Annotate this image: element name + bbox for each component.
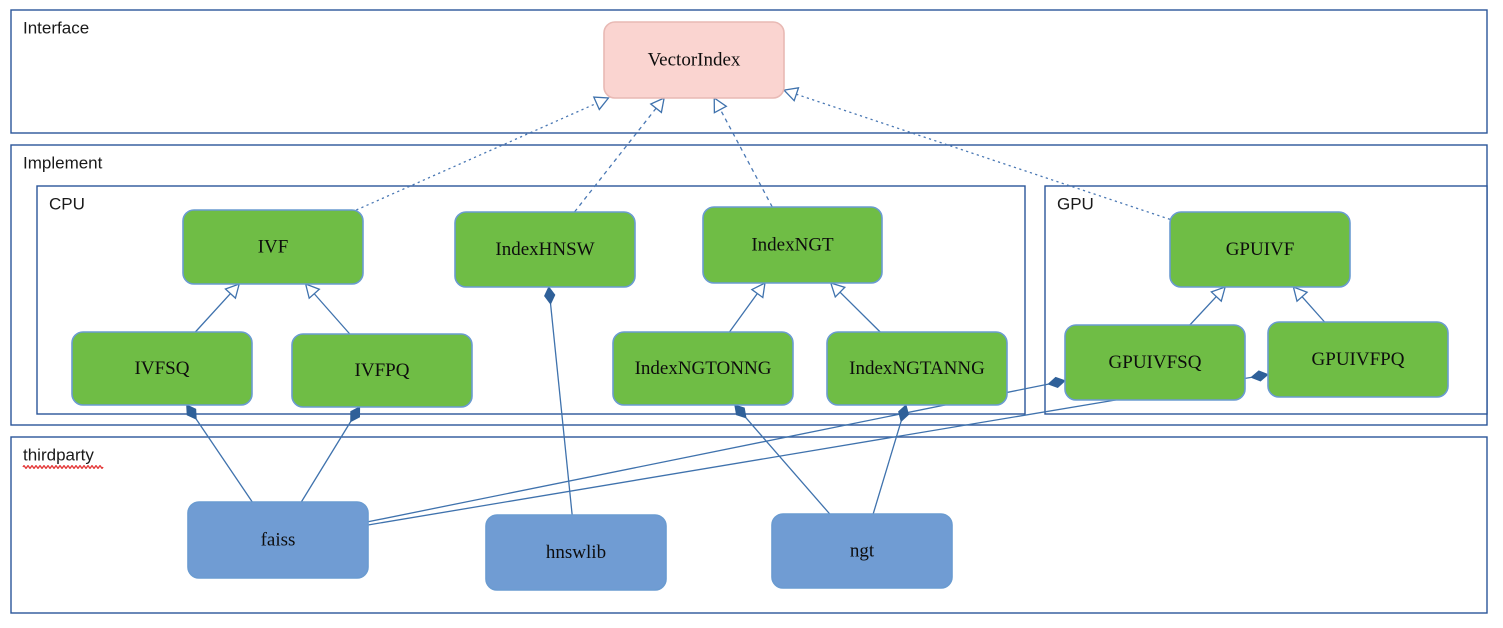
node-label-gpuivfsq: GPUIVFSQ: [1109, 352, 1202, 373]
node-indexngt[interactable]: IndexNGT: [702, 206, 883, 284]
node-label-indexhnsw: IndexHNSW: [495, 239, 594, 260]
hollow-triangle-arrowhead: [1210, 285, 1227, 303]
edge-faiss-to-ivfsq: [186, 404, 253, 503]
container-label-gpu: GPU: [1057, 194, 1094, 213]
edge-ngt-to-indexngtanng: [872, 404, 909, 515]
edge-layer: [186, 87, 1326, 526]
node-label-indexngtanng: IndexNGTANNG: [849, 358, 985, 379]
node-gpuivf[interactable]: GPUIVF: [1169, 211, 1351, 288]
hollow-triangle-arrowhead: [304, 282, 321, 300]
edge-faiss-to-ivfpq: [300, 406, 361, 503]
container-label-thirdparty: thirdparty: [23, 445, 94, 464]
node-indexhnsw[interactable]: IndexHNSW: [454, 211, 636, 288]
node-ivf[interactable]: IVF: [182, 209, 364, 285]
node-label-gpuivfpq: GPUIVFPQ: [1312, 349, 1405, 370]
hollow-triangle-arrowhead: [649, 96, 665, 114]
node-ivfsq[interactable]: IVFSQ: [71, 331, 253, 406]
hollow-triangle-arrowhead: [829, 282, 847, 299]
edge-indexngtonng-to-indexngt: [728, 281, 766, 333]
spellcheck-underline: [22, 465, 104, 469]
filled-diamond-arrowhead: [734, 404, 747, 419]
edge-ngt-to-indexngtonng: [734, 404, 831, 515]
filled-diamond-arrowhead: [1250, 370, 1269, 382]
filled-diamond-arrowhead: [544, 286, 556, 305]
node-ngt[interactable]: ngt: [771, 513, 953, 589]
node-ivfpq[interactable]: IVFPQ: [291, 333, 473, 408]
container-label-cpu: CPU: [49, 194, 85, 213]
node-hnswlib[interactable]: hnswlib: [485, 514, 667, 591]
edge-indexhnsw-to-vectorindex: [573, 96, 665, 213]
filled-diamond-arrowhead: [1047, 376, 1066, 388]
edge-ivfpq-to-ivf: [304, 282, 351, 335]
node-label-vectorindex: VectorIndex: [648, 49, 741, 70]
edge-faiss-to-gpuivfsq: [367, 376, 1066, 523]
edge-indexngtanng-to-indexngt: [829, 282, 881, 333]
node-label-ivfsq: IVFSQ: [135, 358, 190, 379]
edge-indexngt-to-vectorindex: [713, 96, 773, 208]
hollow-triangle-arrowhead: [750, 281, 766, 299]
node-label-ivfpq: IVFPQ: [355, 360, 410, 381]
hollow-triangle-arrowhead: [1292, 285, 1309, 303]
hollow-triangle-arrowhead: [592, 96, 610, 111]
edge-gpuivf-to-vectorindex: [782, 87, 1171, 220]
node-label-faiss: faiss: [261, 529, 296, 550]
hollow-triangle-arrowhead: [713, 96, 728, 114]
node-gpuivfsq[interactable]: GPUIVFSQ: [1064, 324, 1246, 401]
node-label-indexngt: IndexNGT: [751, 234, 834, 255]
filled-diamond-arrowhead: [350, 406, 361, 423]
filled-diamond-arrowhead: [186, 404, 197, 420]
node-label-indexngtonng: IndexNGTONNG: [635, 358, 772, 379]
filled-diamond-arrowhead: [898, 404, 909, 423]
edge-gpuivfsq-to-gpuivf: [1189, 285, 1227, 326]
node-indexngtanng[interactable]: IndexNGTANNG: [826, 331, 1008, 406]
edge-hnswlib-to-indexhnsw: [544, 286, 573, 516]
node-label-ngt: ngt: [850, 540, 875, 561]
node-label-ivf: IVF: [258, 236, 289, 257]
node-faiss[interactable]: faiss: [187, 501, 369, 579]
node-label-hnswlib: hnswlib: [546, 542, 606, 563]
edge-gpuivfpq-to-gpuivf: [1292, 285, 1326, 323]
hollow-triangle-arrowhead: [782, 87, 800, 102]
edge-faiss-to-gpuivfpq: [367, 370, 1269, 526]
node-indexngtonng[interactable]: IndexNGTONNG: [612, 331, 794, 406]
container-label-implement: Implement: [23, 153, 103, 172]
node-vectorindex[interactable]: VectorIndex: [603, 21, 785, 99]
edge-ivf-to-vectorindex: [356, 96, 610, 211]
edge-ivfsq-to-ivf: [194, 282, 241, 333]
container-label-interface: Interface: [23, 18, 89, 37]
node-gpuivfpq[interactable]: GPUIVFPQ: [1267, 321, 1449, 398]
node-label-gpuivf: GPUIVF: [1226, 239, 1295, 260]
hollow-triangle-arrowhead: [224, 282, 241, 300]
